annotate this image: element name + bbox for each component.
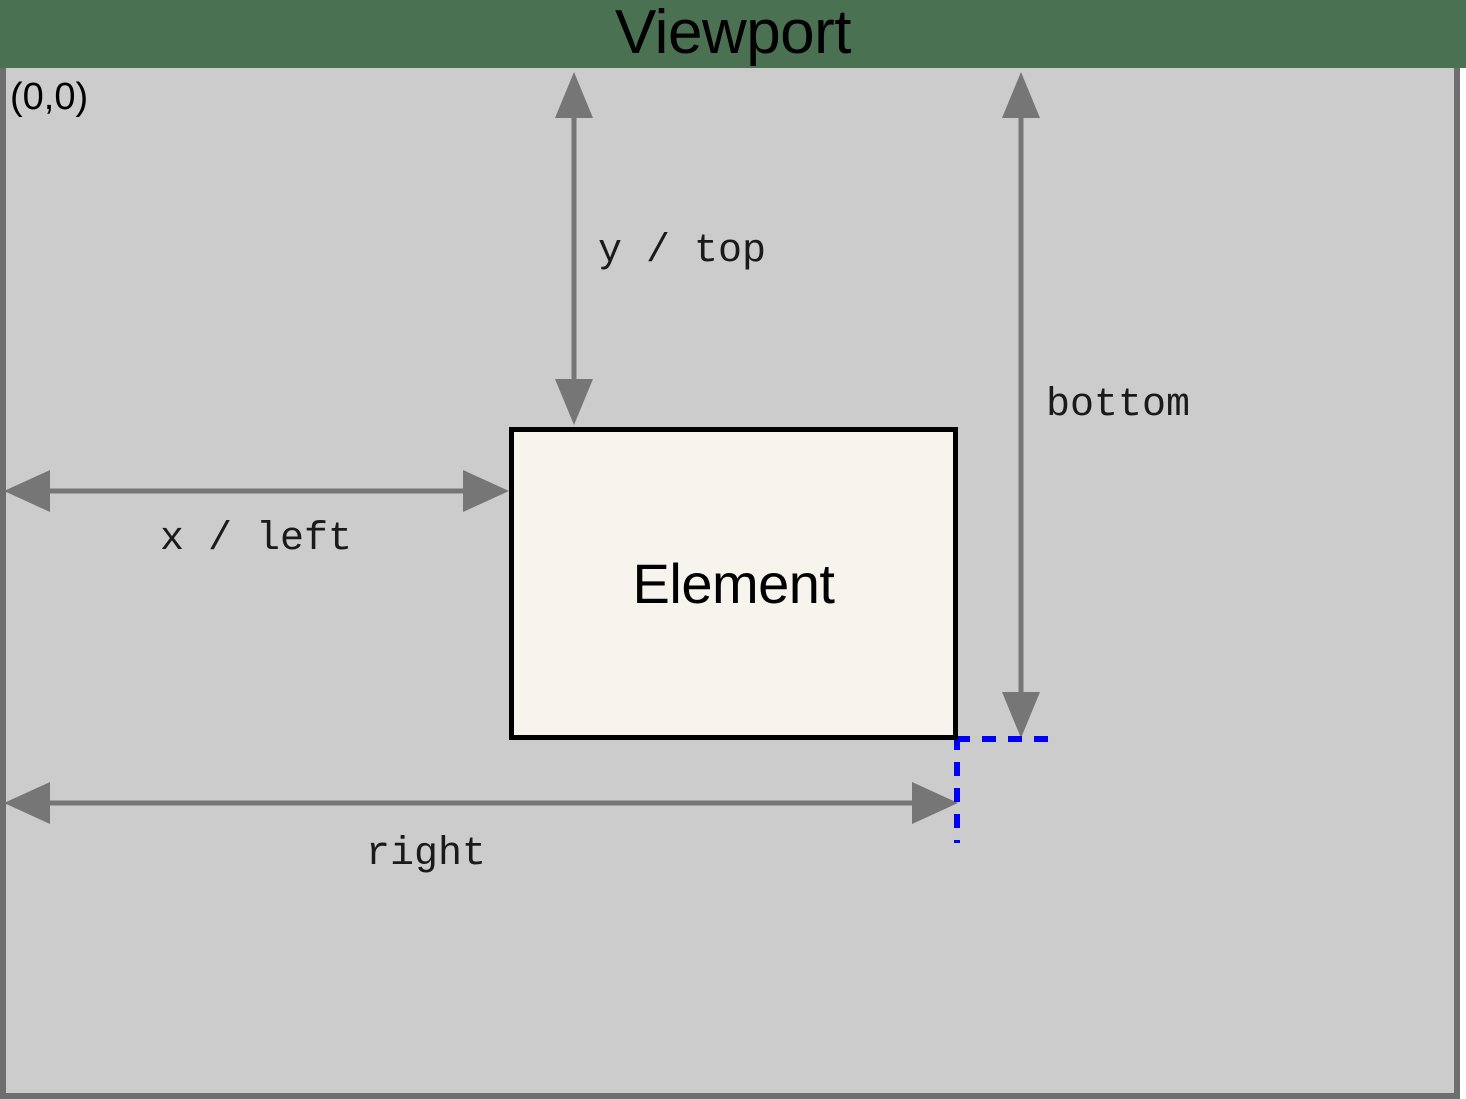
measure-label-bottom: bottom [1046,383,1191,428]
element-box-label: Element [632,551,835,615]
measure-label-x-left: x / left [160,517,353,562]
viewport-header-bar: Viewport [0,0,1466,68]
viewport-title: Viewport [614,0,852,67]
measure-label-y-top: y / top [598,229,767,274]
measure-label-right: right [366,832,487,877]
element-box[interactable]: Element [509,427,958,740]
origin-coordinate-label: (0,0) [10,76,89,118]
